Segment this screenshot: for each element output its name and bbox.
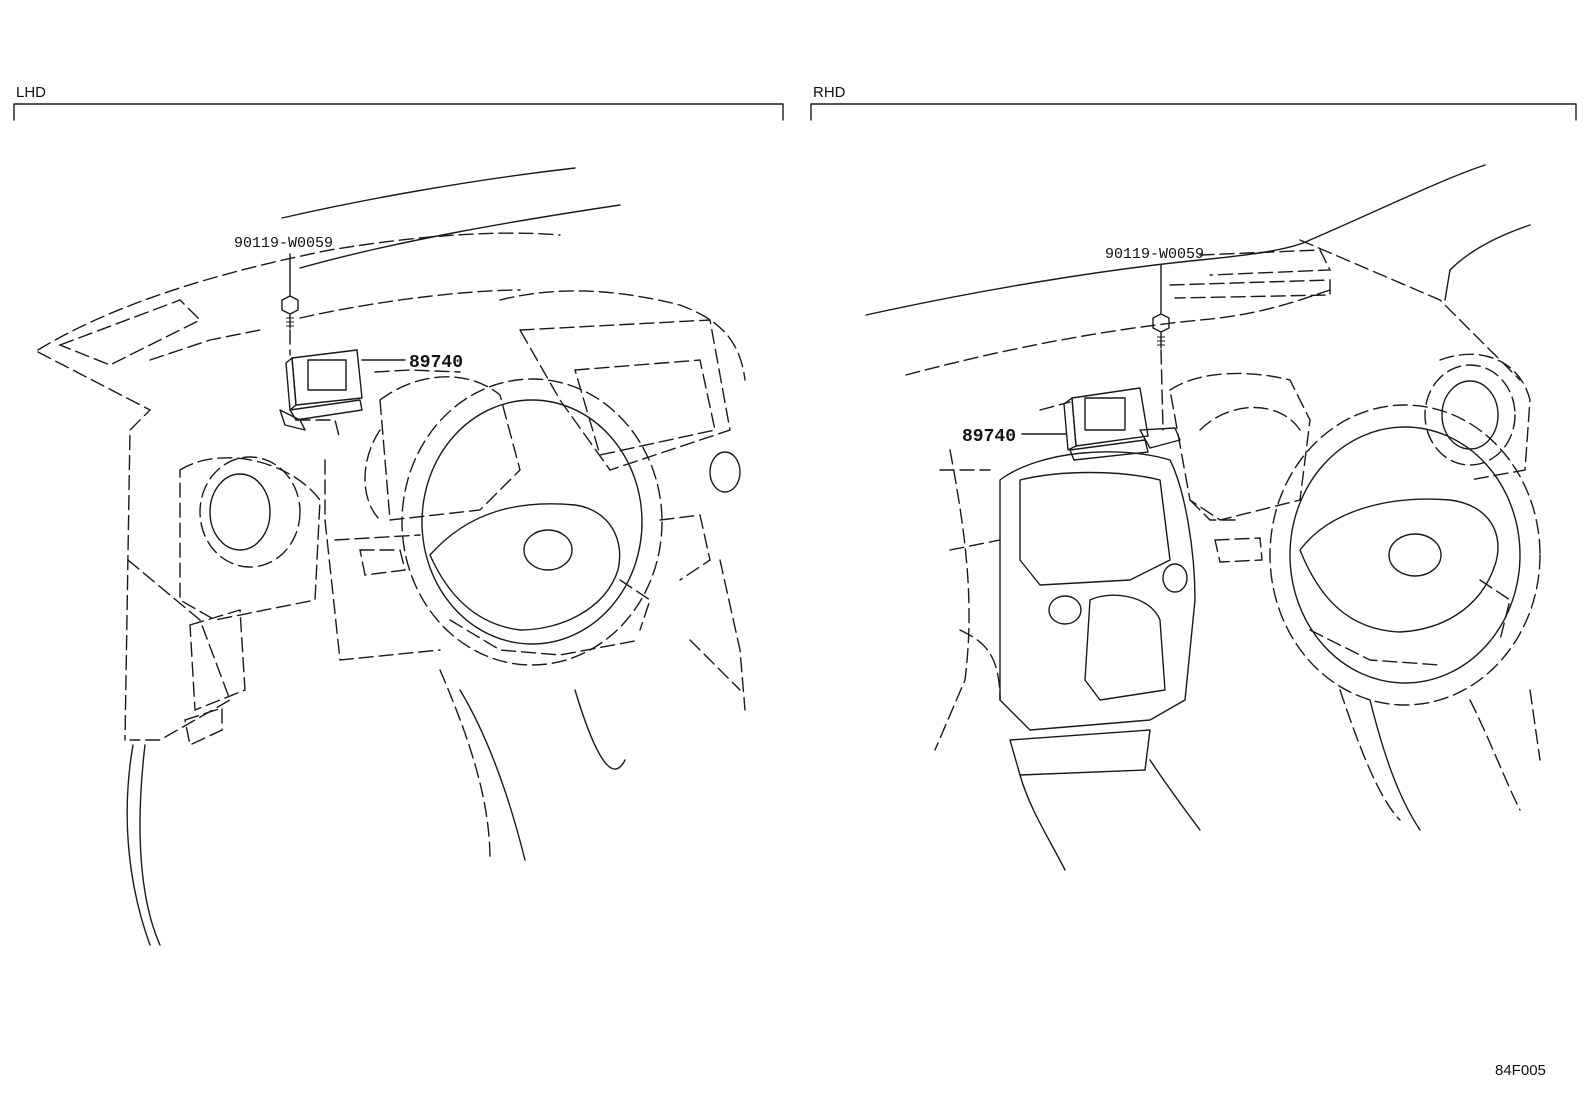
lhd-dashboard-illustration — [37, 167, 746, 946]
rhd-dashboard-illustration — [865, 164, 1541, 871]
lhd-bracket — [13, 103, 784, 121]
rhd-bolt-label: 90119-W0059 — [1105, 246, 1204, 263]
lhd-section-header: LHD — [13, 84, 784, 121]
rhd-label: RHD — [813, 84, 846, 101]
rhd-bolt-90119-w0059 — [1152, 264, 1170, 431]
rhd-module-label: 89740 — [962, 427, 1016, 447]
lhd-bolt-90119-w0059 — [281, 253, 299, 356]
lhd-module-label: 89740 — [409, 353, 463, 373]
diagram-code: 84F005 — [1495, 1062, 1546, 1079]
rhd-module-89740 — [1039, 387, 1181, 461]
rhd-bracket — [810, 103, 1577, 121]
lhd-bolt-label: 90119-W0059 — [234, 235, 333, 252]
rhd-section-header: RHD — [810, 84, 1577, 121]
lhd-label: LHD — [16, 84, 46, 101]
lhd-module-89740 — [279, 349, 363, 441]
